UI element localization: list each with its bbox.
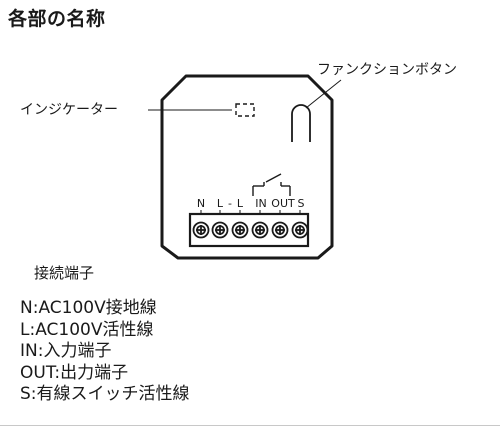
indicator-label: インジケーター — [20, 102, 118, 118]
terminal-legend: N:AC100V接地線 L:AC100V活性線 IN:入力端子 OUT:出力端子… — [20, 298, 190, 406]
function-button-icon — [291, 104, 311, 142]
legend-item: L:AC100V活性線 — [20, 319, 154, 340]
screw-icon — [271, 221, 289, 239]
screw-icon — [251, 221, 269, 239]
page-title: 各部の名称 — [8, 8, 106, 30]
screw-icon — [231, 221, 249, 239]
legend-item: S:有線スイッチ活性線 — [20, 384, 190, 404]
legend-item: OUT:出力端子 — [20, 362, 129, 383]
terminal-label-group: N L - L IN OUT S — [197, 197, 305, 210]
screw-icon — [291, 221, 309, 239]
terminal-heading: 接続端子 — [34, 264, 95, 282]
terminal-label: - — [228, 197, 232, 210]
terminal-label: L — [217, 197, 224, 210]
device-body — [160, 74, 334, 260]
terminal-label: L — [237, 197, 244, 210]
screw-icon — [211, 221, 229, 239]
terminal-label: OUT — [271, 197, 295, 210]
terminal-label: N — [197, 197, 205, 210]
terminal-label: S — [298, 197, 305, 210]
terminal-label: IN — [255, 197, 266, 210]
function-button-label: ファンクションボタン — [317, 62, 457, 78]
terminal-screws — [192, 221, 309, 239]
legend-item: N:AC100V接地線 — [20, 298, 157, 318]
function-leader-line — [305, 79, 342, 109]
switch-symbol-icon — [252, 173, 291, 196]
bottom-divider — [0, 425, 500, 426]
indicator-icon — [235, 103, 255, 117]
legend-item: IN:入力端子 — [20, 341, 112, 361]
screw-icon — [192, 221, 210, 239]
